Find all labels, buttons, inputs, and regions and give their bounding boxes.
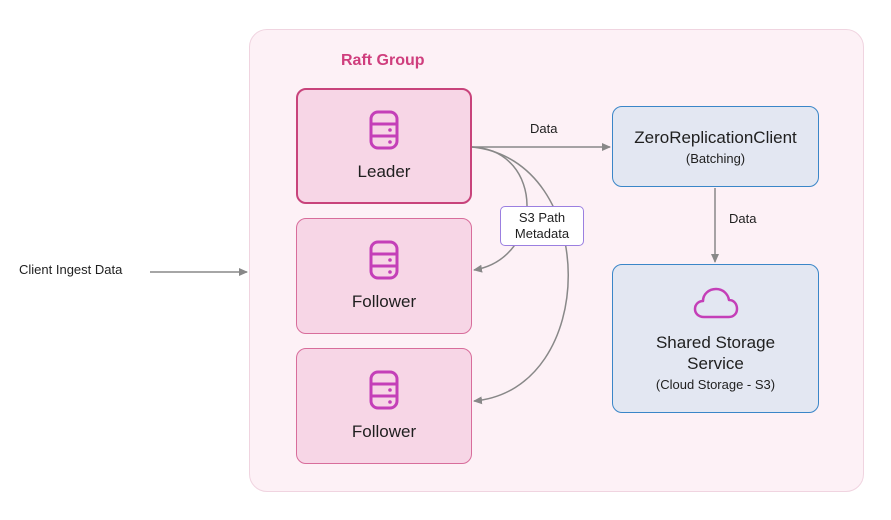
database-icon [369,240,399,280]
zrc-sublabel: (Batching) [685,150,746,166]
client-ingest-label: Client Ingest Data [19,262,123,277]
storage-label-line-2: Service [687,353,744,373]
leader-to-zrc-label: Data [530,121,558,136]
leader-to-follower2-arrow [471,146,569,405]
shared-storage-node[interactable]: Shared Storage Service (Cloud Storage - … [612,264,819,413]
follower-node-2[interactable]: Follower [296,348,472,464]
leader-node[interactable]: Leader [296,88,472,204]
follower-node-1[interactable]: Follower [296,218,472,334]
storage-label-line-1: Shared Storage [655,332,776,352]
zrc-label: ZeroReplicationClient [634,127,797,147]
metadata-line-1: S3 Path [518,210,566,225]
database-icon [369,370,399,410]
follower-label-1: Follower [351,292,417,311]
zrc-to-storage-label: Data [729,211,757,226]
database-icon [369,110,399,150]
leader-label: Leader [357,162,411,181]
follower-label-2: Follower [351,422,417,441]
zero-replication-client-node[interactable]: ZeroReplicationClient (Batching) [612,106,819,187]
metadata-line-2: Metadata [514,226,570,241]
cloud-icon [693,287,738,318]
raft-group-title: Raft Group [341,52,425,69]
s3-path-metadata-label: S3 Path Metadata [500,206,584,246]
storage-sublabel: (Cloud Storage - S3) [655,376,776,392]
